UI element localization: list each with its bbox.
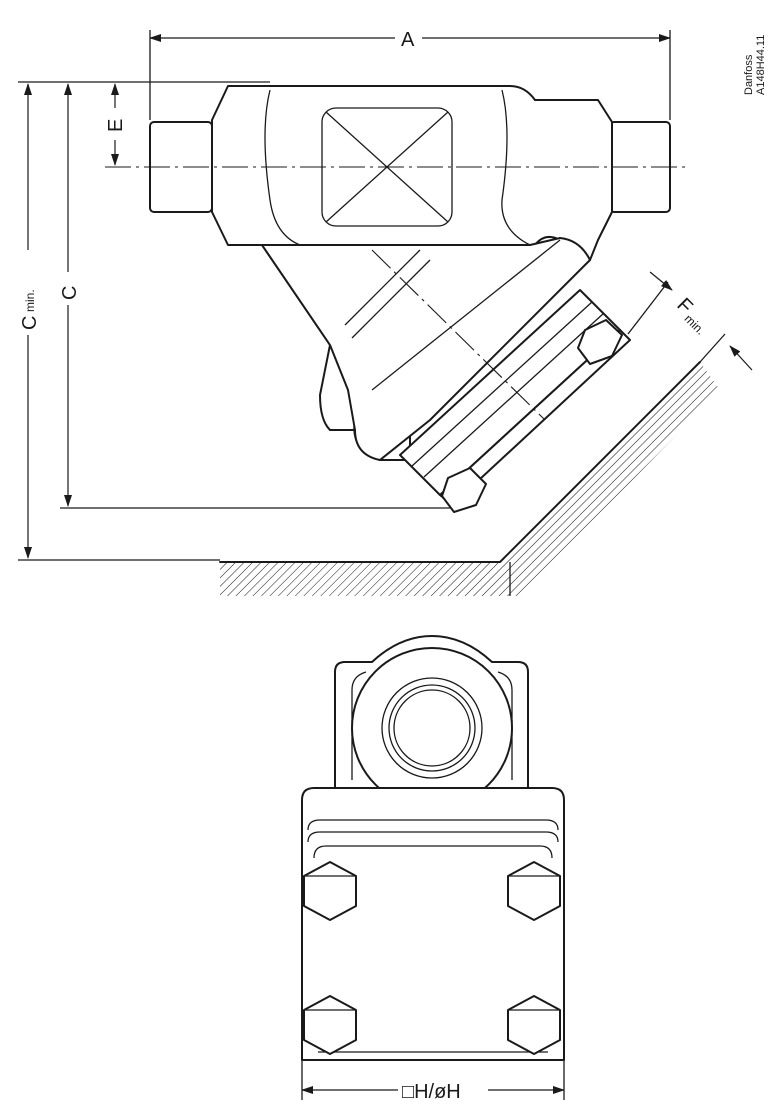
dimension-e: E [100, 81, 270, 166]
side-view: A E C min. C [18, 29, 753, 596]
dimension-f-min: F min. [627, 271, 753, 371]
drawing-ref-label: A148H44.11 [755, 35, 767, 95]
cover-bolts [441, 319, 623, 513]
branch-housing [261, 237, 591, 461]
ground-hatch [219, 361, 720, 596]
branch-centerline [371, 249, 546, 421]
front-view: □H/øH [301, 635, 565, 1103]
dimension-c-min: C min. [18, 81, 220, 561]
dimension-h-label: □H/øH [402, 1081, 461, 1103]
drawing-reference: Danfoss A148H44.11 [743, 35, 767, 95]
dimension-c-label: C [59, 286, 81, 300]
front-flange [301, 787, 565, 1061]
front-bolts [303, 861, 561, 1055]
dimension-c-min-letter: C [19, 316, 41, 330]
front-port [351, 647, 513, 809]
brand-label: Danfoss [743, 54, 755, 95]
dimension-e-label: E [105, 119, 127, 132]
dimension-c-min-sub: min. [23, 289, 37, 312]
dimension-a: A [149, 29, 671, 120]
dimension-h: □H/øH [301, 1060, 565, 1103]
dimension-c: C [59, 83, 450, 509]
dimension-a-label: A [401, 29, 415, 51]
dimension-f-min-sub: min. [682, 312, 708, 338]
